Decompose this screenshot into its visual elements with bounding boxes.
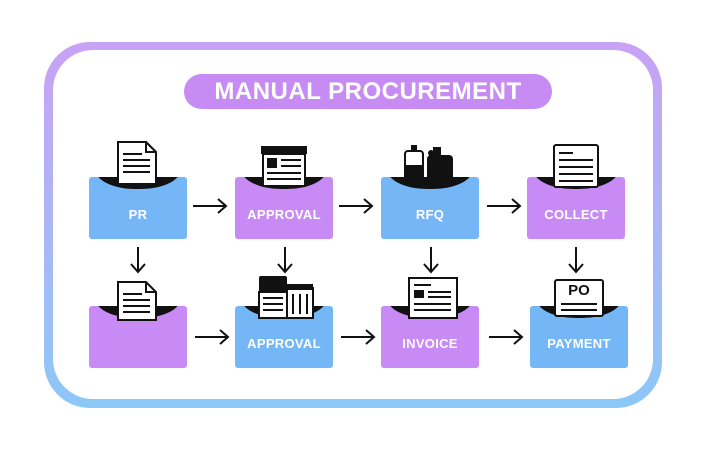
form-icon (261, 146, 307, 187)
arrow-right (489, 329, 524, 345)
arrow-right (193, 198, 228, 214)
arrow-right (195, 329, 230, 345)
purchase-order-icon: PO (553, 278, 605, 318)
node-label: PAYMENT (547, 336, 611, 351)
node-label: PR (128, 207, 148, 222)
arrow-down (277, 247, 293, 274)
arrow-right (487, 198, 522, 214)
arrow-right (341, 329, 376, 345)
document-icon-front (117, 141, 157, 185)
document-icon (117, 281, 157, 321)
node-label: APPROVAL (247, 336, 321, 351)
node-label: APPROVAL (247, 207, 321, 222)
node-rfq: RFQ (381, 145, 479, 239)
po-text: PO (568, 282, 590, 299)
node-approval-1: APPROVAL (235, 146, 333, 239)
arrow-down (423, 247, 439, 274)
node-pr: PR (89, 141, 187, 239)
arrow-down (130, 247, 146, 274)
node-invoice: INVOICE (381, 277, 479, 368)
building-icon (258, 276, 314, 319)
node-approval-2: APPROVAL (235, 276, 333, 368)
node-payment: PO PAYMENT (530, 279, 628, 368)
arrow-right (339, 198, 374, 214)
node-label: RFQ (415, 207, 445, 222)
node-label: COLLECT (544, 207, 608, 222)
folder (89, 177, 187, 239)
invoice-icon (408, 277, 458, 319)
node-blank (89, 281, 187, 368)
node-label: INVOICE (402, 336, 458, 351)
folder (381, 177, 479, 239)
diagram-title: MANUAL PROCUREMENT (184, 74, 552, 109)
node-collect: COLLECT (527, 144, 625, 239)
products-icon (404, 145, 453, 186)
arrow-down (568, 247, 584, 274)
document-icon (553, 144, 599, 188)
